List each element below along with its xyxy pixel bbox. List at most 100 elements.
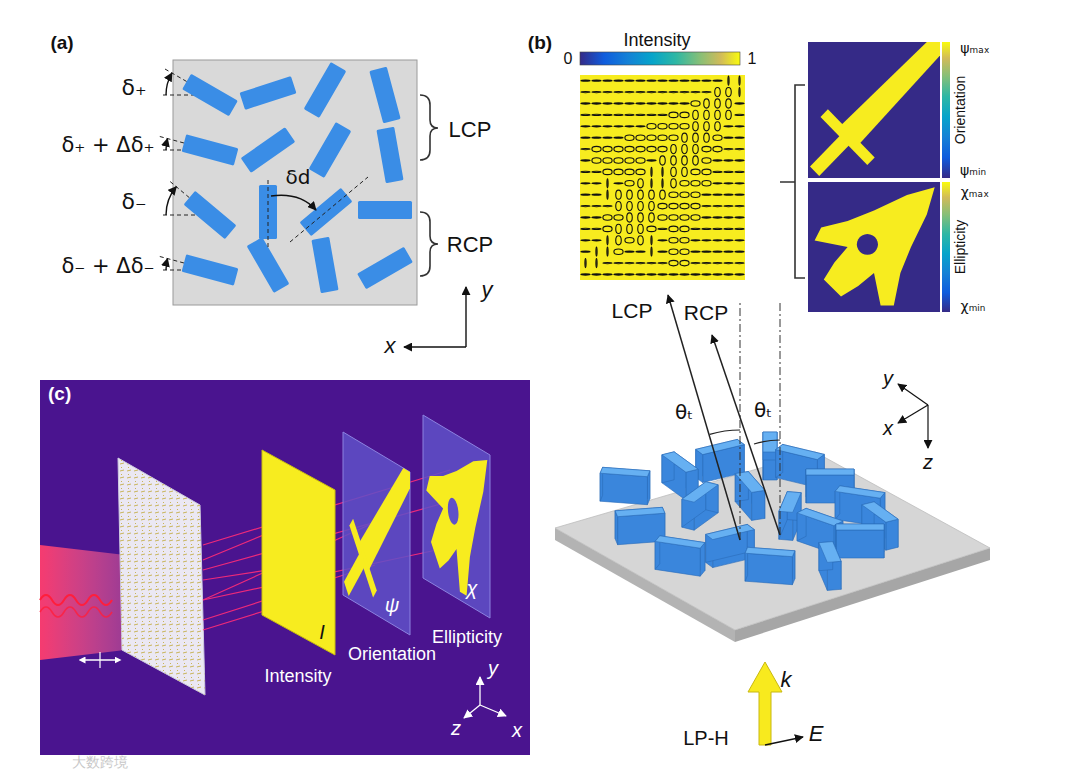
polarization-ellipse <box>693 156 699 165</box>
polarization-ellipse <box>715 122 721 131</box>
nanopillar <box>241 127 296 173</box>
polarization-ellipse <box>636 251 645 252</box>
polarization-ellipse <box>704 133 710 142</box>
block-top <box>862 502 898 522</box>
rcp-ray <box>712 335 780 535</box>
nanopillar <box>182 74 238 117</box>
polarization-ellipse <box>581 194 590 195</box>
polarization-ellipse <box>592 194 601 195</box>
nanopillar <box>182 134 239 165</box>
polarization-ellipse <box>735 137 744 138</box>
polarization-ellipse <box>651 236 652 245</box>
polarization-ellipse <box>627 213 633 222</box>
polarization-ellipse <box>614 263 623 264</box>
wavevector-label: k <box>781 669 792 691</box>
polarization-ellipse <box>581 206 590 207</box>
block-top <box>682 482 718 502</box>
axis-label: y <box>488 658 498 678</box>
nanopillar <box>304 62 347 118</box>
nanopillar <box>369 67 400 124</box>
polarization-ellipse <box>724 137 733 138</box>
axis-label: x <box>385 335 396 357</box>
block-top <box>745 547 795 556</box>
polarization-ellipse <box>647 263 656 264</box>
polarization-label: RCP <box>447 234 493 256</box>
panel-ground: (c)IIntensityψOrientationχEllipticity <box>40 380 530 755</box>
polarization-ellipse <box>702 206 711 207</box>
polarization-ellipse <box>636 80 645 81</box>
polarization-ellipse <box>616 202 622 211</box>
polarization-ellipse <box>592 206 601 207</box>
polarization-ellipse <box>581 92 590 93</box>
polarization-ellipse <box>658 215 667 221</box>
polarization-ellipse <box>658 80 667 81</box>
polarization-ellipse <box>669 238 678 244</box>
polarization-ellipse <box>693 122 699 131</box>
polarization-ellipse <box>735 228 744 229</box>
substrate-top-view <box>173 60 417 305</box>
axis-arrow <box>404 346 466 347</box>
colorbar-tick: 0 <box>564 51 573 67</box>
polarization-ellipse <box>713 171 722 172</box>
polarization-ellipse <box>647 114 656 115</box>
polarization-ellipse <box>581 171 590 172</box>
polarization-ellipse <box>713 183 722 184</box>
block-side <box>886 519 898 550</box>
polarization-ellipse <box>581 274 590 275</box>
polarization-ellipse <box>669 92 678 93</box>
polarization-ellipse <box>715 110 721 119</box>
sword-shape <box>344 551 365 596</box>
polarization-ellipse <box>616 224 622 233</box>
polarization-ellipse <box>693 133 699 142</box>
polarization-ellipse <box>581 126 590 127</box>
polarization-ellipse <box>627 190 633 199</box>
polarization-ellipse <box>658 228 667 229</box>
polarization-ellipse <box>680 274 689 275</box>
plane-label: Intensity <box>264 667 331 685</box>
plane <box>423 415 490 618</box>
block-top <box>655 536 705 548</box>
polarization-ellipse <box>581 240 590 241</box>
polarization-ellipse <box>702 80 711 81</box>
polarization-ellipse <box>735 149 744 150</box>
polarization-ellipse <box>651 179 652 188</box>
lcp-ray <box>668 295 740 540</box>
angle-arc <box>166 259 168 270</box>
block-top <box>600 467 650 476</box>
curly-bracket <box>420 95 438 160</box>
polarization-ellipse <box>680 238 689 244</box>
polarization-ellipse <box>671 145 677 154</box>
panel-letter: (b) <box>528 33 552 52</box>
colorbar-title: Intensity <box>623 31 690 49</box>
polarization-ellipse <box>735 240 744 241</box>
block-top <box>763 432 777 452</box>
block-top <box>696 439 745 454</box>
polarization-ellipse <box>713 228 722 229</box>
polarization-ellipse <box>636 103 645 104</box>
polarization-ellipse <box>739 76 740 85</box>
polarization-ellipse <box>625 169 634 175</box>
polarization-ellipse <box>669 112 678 118</box>
polarization-ellipse <box>658 103 667 104</box>
polarization-ellipse <box>713 160 722 161</box>
plane-symbol: I <box>319 622 325 642</box>
polarization-ellipse <box>691 274 700 275</box>
block-side <box>752 490 765 520</box>
polarization-ellipse <box>669 80 678 81</box>
polarization-ellipse <box>636 135 645 141</box>
polarization-ellipse <box>614 249 623 255</box>
polarization-ellipse <box>649 202 655 211</box>
polarization-ellipse <box>581 251 590 252</box>
polarization-ellipse <box>691 240 700 241</box>
polarization-ellipse <box>682 133 688 142</box>
polarization-ellipse <box>625 274 634 275</box>
polarization-ellipse <box>680 124 689 130</box>
polarization-ellipse <box>735 183 744 184</box>
polarization-ellipse <box>638 236 644 245</box>
plane <box>262 450 335 655</box>
polarization-ellipse <box>603 114 612 115</box>
rocket-shape <box>426 460 487 596</box>
map-shapes <box>810 42 940 306</box>
polarization-ellipse <box>638 202 644 211</box>
block-top <box>797 508 843 525</box>
